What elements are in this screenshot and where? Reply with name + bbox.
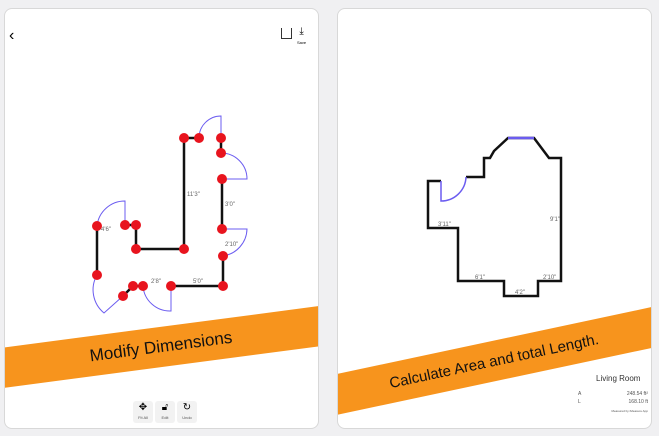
undo-label: Undo [182,415,192,420]
length-label: L [578,399,581,405]
area-label: A [578,391,582,397]
dimension-label: 2'8" [151,279,161,285]
room-summary: Living Room A 248.54 ft² L 168.10 ft Measu… [578,374,648,413]
nodes [92,133,228,301]
walls [95,136,225,297]
undo-button[interactable]: ↻ Undo [177,401,197,423]
floor-plan-view: 3'11" 6'1" 2'10" 4'2" 9'1" [426,136,563,298]
room-name: Living Room [596,374,641,383]
share-button[interactable] [281,28,292,39]
dimension-label: 4'2" [515,290,525,296]
dimension-label: 9'1" [550,217,560,223]
dimension-label: 11'3" [187,192,200,198]
save-button[interactable]: ⤓Save [297,26,307,46]
edit-label: Edit [161,415,169,420]
back-button[interactable]: ‹ [9,27,15,44]
dimension-label: 4'6" [101,227,111,233]
left-screen: ‹ ⤓Save 2'8" 5'0" 4'6" 2'10" 3'0" 11'3" … [4,8,319,429]
dimension-label: 2'10" [543,275,556,281]
floor-plan-editor[interactable]: 2'8" 5'0" 4'6" 2'10" 3'0" 11'3" [5,9,318,428]
door [142,285,172,312]
move-icon: ✥ [138,402,148,413]
dimension-label: 3'11" [438,222,451,228]
dimension-label: 2'10" [225,242,238,248]
door [440,136,534,202]
undo-icon: ↻ [182,402,192,413]
fit-all-button[interactable]: ✥ Fit All [133,401,153,423]
fit-all-label: Fit All [138,415,148,420]
dimension-label: 6'1" [475,275,485,281]
save-label: Save [297,40,307,45]
door [96,200,126,227]
footer-credit: Measured by iMeasure App [611,409,648,413]
edit-button[interactable]: 🔓︎ Edit [155,401,175,423]
dimension-label: 3'0" [225,202,235,208]
area-value: 248.54 ft² [626,391,648,397]
right-screen: 3'11" 6'1" 2'10" 4'2" 9'1" Calculate Are… [337,8,652,429]
dimension-label: 5'0" [193,279,203,285]
unlock-icon: 🔓︎ [161,402,169,413]
room-outline [426,136,563,298]
length-value: 168.10 ft [628,399,648,405]
